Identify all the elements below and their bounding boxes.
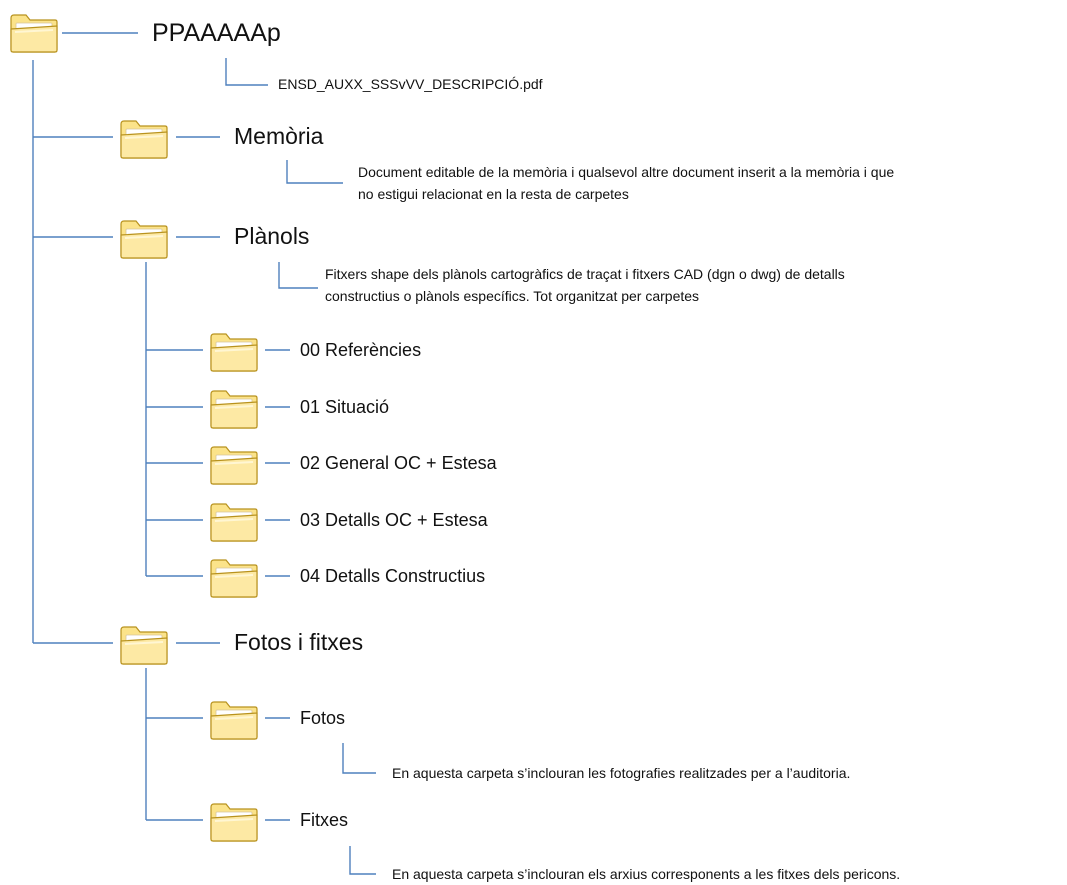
memoria-folder-label[interactable]: Memòria: [234, 123, 324, 149]
folder-icon[interactable]: [208, 499, 260, 543]
folder-icon[interactable]: [118, 216, 170, 260]
planols-subfolder-03-label[interactable]: 03 Detalls OC + Estesa: [300, 510, 488, 530]
folder-icon[interactable]: [208, 799, 260, 843]
folder-icon[interactable]: [208, 329, 260, 373]
planols-description-line-2: constructius o plànols específics. Tot o…: [325, 288, 700, 304]
connector-planols-desc: [278, 262, 318, 289]
planols-folder-label[interactable]: Plànols: [234, 223, 310, 249]
root-folder-label[interactable]: PPAAAAAp: [152, 19, 281, 47]
folder-icon[interactable]: [118, 622, 170, 666]
memoria-description-line-1: Document editable de la memòria i qualse…: [358, 164, 895, 180]
memoria-description-line-2: no estigui relacionat en la resta de car…: [358, 186, 629, 202]
folder-icon[interactable]: [8, 10, 60, 54]
folder-icon[interactable]: [208, 386, 260, 430]
fotos-fitxes-folder-label[interactable]: Fotos i fitxes: [234, 629, 364, 655]
fitxes-description-line: En aquesta carpeta s’inclouran els arxiu…: [392, 866, 901, 882]
folder-icon[interactable]: [208, 555, 260, 599]
planols-subfolder-00-label[interactable]: 00 Referències: [300, 340, 422, 360]
fitxes-description: En aquesta carpeta s’inclouran els arxiu…: [392, 863, 900, 885]
connector-fitxes-desc: [349, 846, 376, 875]
connector-memoria-desc: [286, 160, 343, 184]
connector-root-file: [225, 58, 268, 86]
planols-subfolder-02-label[interactable]: 02 General OC + Estesa: [300, 453, 497, 473]
folder-icon[interactable]: [118, 116, 170, 160]
fotos-description: En aquesta carpeta s’inclouran les fotog…: [392, 762, 850, 784]
planols-description-line-1: Fitxers shape dels plànols cartogràfics …: [325, 266, 845, 282]
connector-fotos-desc: [342, 743, 376, 774]
planols-subfolder-04-label[interactable]: 04 Detalls Constructius: [300, 566, 486, 586]
fitxes-folder-label[interactable]: Fitxes: [300, 810, 349, 830]
folder-icon[interactable]: [208, 442, 260, 486]
fotos-description-line: En aquesta carpeta s’inclouran les fotog…: [392, 765, 851, 781]
memoria-description: Document editable de la memòria i qualse…: [358, 161, 894, 205]
planols-subfolder-01-label[interactable]: 01 Situació: [300, 397, 390, 417]
root-file-name[interactable]: ENSD_AUXX_SSSvVV_DESCRIPCIÓ.pdf: [278, 76, 543, 92]
folder-icon[interactable]: [208, 697, 260, 741]
fotos-folder-label[interactable]: Fotos: [300, 708, 346, 728]
planols-description: Fitxers shape dels plànols cartogràfics …: [325, 263, 845, 307]
